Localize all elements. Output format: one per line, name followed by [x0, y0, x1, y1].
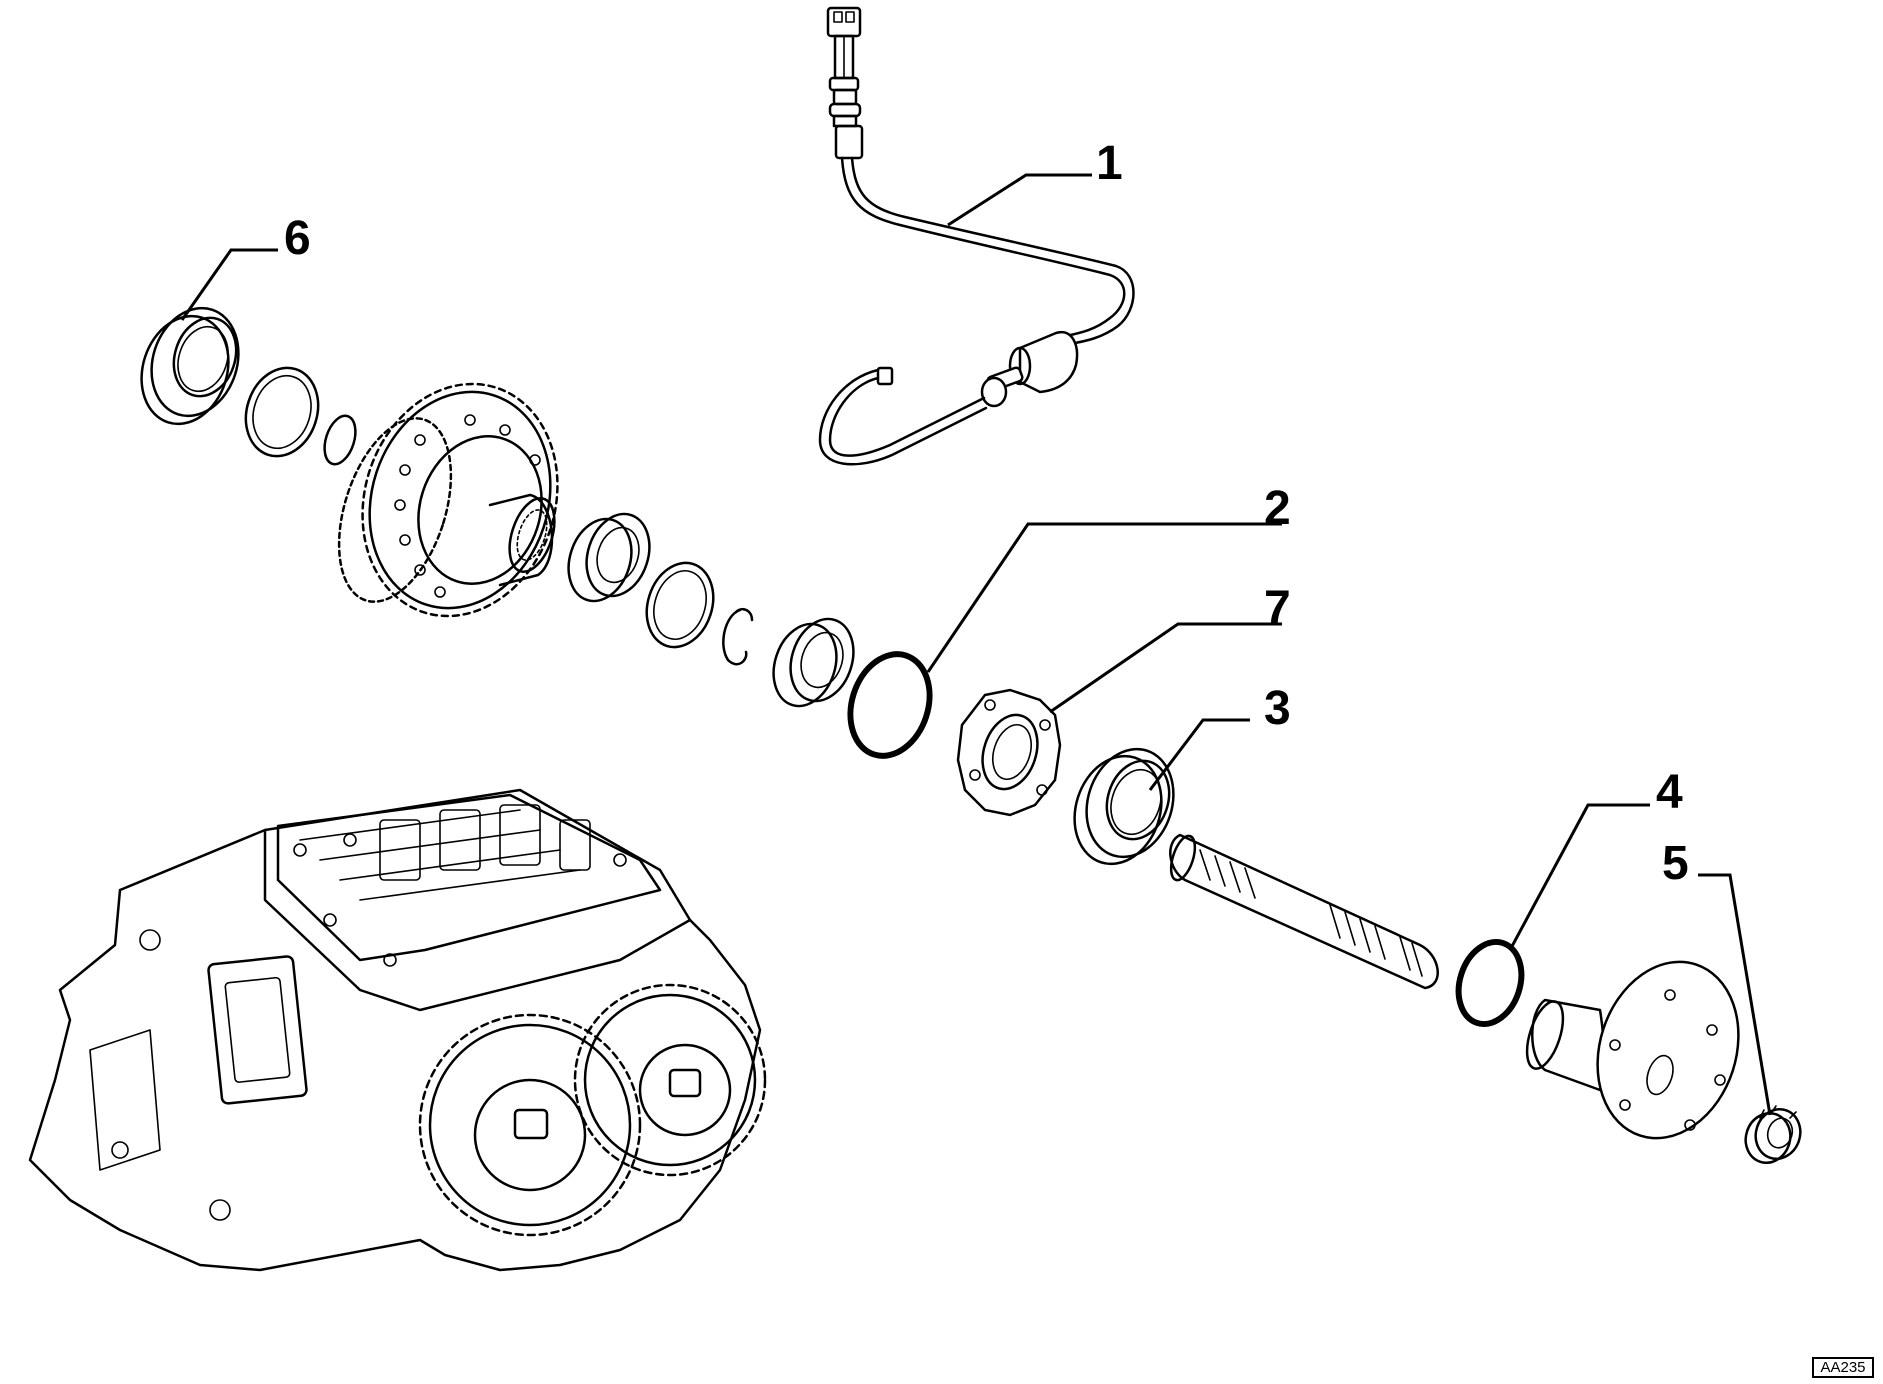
callout-4: 4	[1656, 766, 1683, 819]
callout-3: 3	[1264, 682, 1291, 735]
drive-shaft[interactable]	[1166, 833, 1439, 990]
callout-2: 2	[1264, 482, 1291, 535]
shim-ring-2[interactable]	[636, 554, 723, 656]
oil-seal-3[interactable]	[1061, 738, 1187, 876]
oil-seal-left[interactable]	[128, 297, 252, 436]
output-flange[interactable]	[1520, 943, 1761, 1156]
roller-bearing-1[interactable]	[558, 506, 659, 609]
callout-6: 6	[284, 212, 311, 265]
differential-gear-assembly[interactable]	[318, 358, 587, 641]
callout-7: 7	[1264, 582, 1291, 635]
callout-5: 5	[1662, 837, 1689, 890]
snap-ring[interactable]	[722, 608, 754, 666]
roller-bearing-2[interactable]	[763, 611, 863, 714]
gearbox-housing	[28, 788, 767, 1272]
o-ring-2[interactable]	[838, 644, 942, 766]
leader-lines	[180, 173, 1772, 1116]
callout-1: 1	[1096, 137, 1123, 190]
speed-sensor-cable[interactable]	[818, 6, 1135, 466]
bearing-flange-7[interactable]	[956, 688, 1062, 817]
o-ring-4[interactable]	[1448, 934, 1531, 1032]
shim-ring-left[interactable]	[235, 358, 329, 465]
flange-nut-5[interactable]	[1739, 1103, 1806, 1168]
reference-code-label: AA235	[1812, 1357, 1874, 1378]
